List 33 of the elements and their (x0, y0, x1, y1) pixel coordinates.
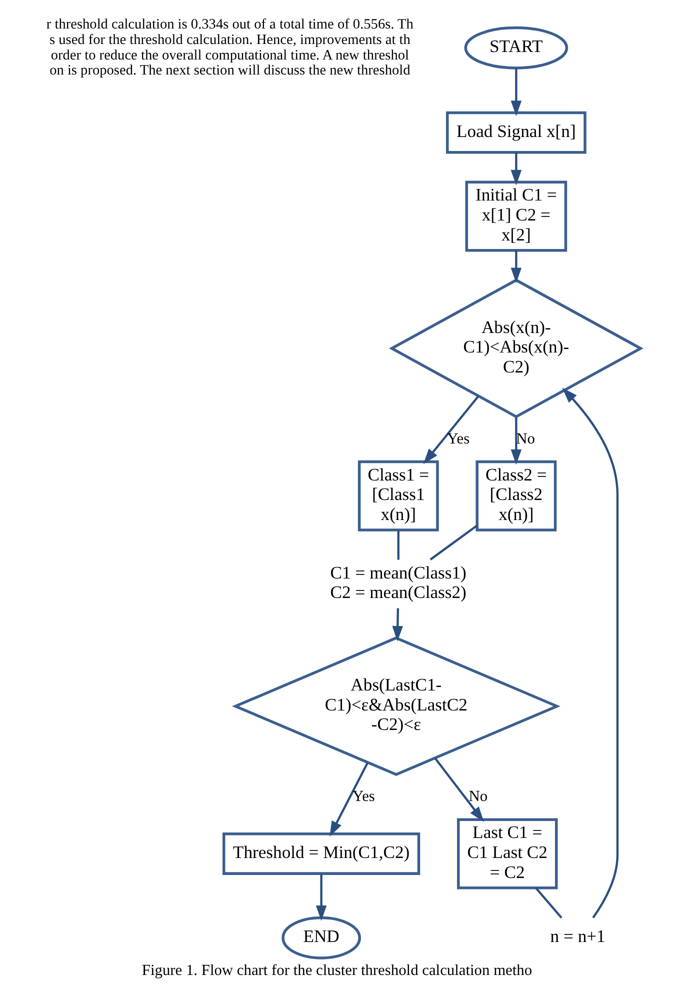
node-box: Load Signal x[n] (446, 111, 586, 154)
node-ellipse: END (282, 916, 361, 960)
arrow (510, 68, 522, 116)
connector (430, 524, 478, 560)
arrow (510, 152, 522, 186)
node-diamond: Abs(LastC1-C1)<ε&Abs(LastC2-C2)<ε (232, 636, 560, 776)
arrow (434, 757, 484, 822)
arrow (562, 388, 619, 918)
arrow (510, 250, 522, 284)
label: r threshold calculation is 0.334s out of a total time of 0.556s. Th (46, 16, 414, 32)
node-box: Class1 = [Class1 x(n)] (358, 460, 439, 532)
arrow (423, 396, 480, 464)
node-ellipse: START (464, 26, 568, 70)
caption: Figure 1. Flow chart for the cluster threshold calculation metho (142, 962, 532, 979)
label: order to reduce the overall computational time. A new threshol (50, 47, 409, 64)
node-diamond: Abs(x(n)-C1)<Abs(x(n)-C2) (388, 278, 644, 418)
node-text: n = n+1 (550, 926, 606, 946)
connector (397, 530, 400, 560)
edge-label: Yes (352, 788, 375, 806)
arrow (330, 762, 369, 837)
connector (535, 887, 562, 919)
node-box: Initial C1 = x[1] C2 = x[2] (465, 180, 568, 252)
arrow (510, 417, 522, 465)
node-box: Threshold = Min(C1,C2) (222, 832, 420, 875)
node-text: C1 = mean(Class1) C2 = mean(Class2) (330, 562, 466, 602)
label: on is proposed. The next section will discuss the new threshold (50, 62, 410, 79)
node-box: Class2 = [Class2 x(n)] (476, 460, 557, 532)
arrow (392, 608, 404, 642)
label: s used for the threshold calculation. Hence, improvements at th (49, 32, 410, 48)
edge-label: Yes (447, 430, 470, 448)
edge-label: No (468, 788, 488, 806)
node-box: Last C1 = C1 Last C2 = C2 (457, 818, 558, 890)
arrow (316, 874, 327, 921)
